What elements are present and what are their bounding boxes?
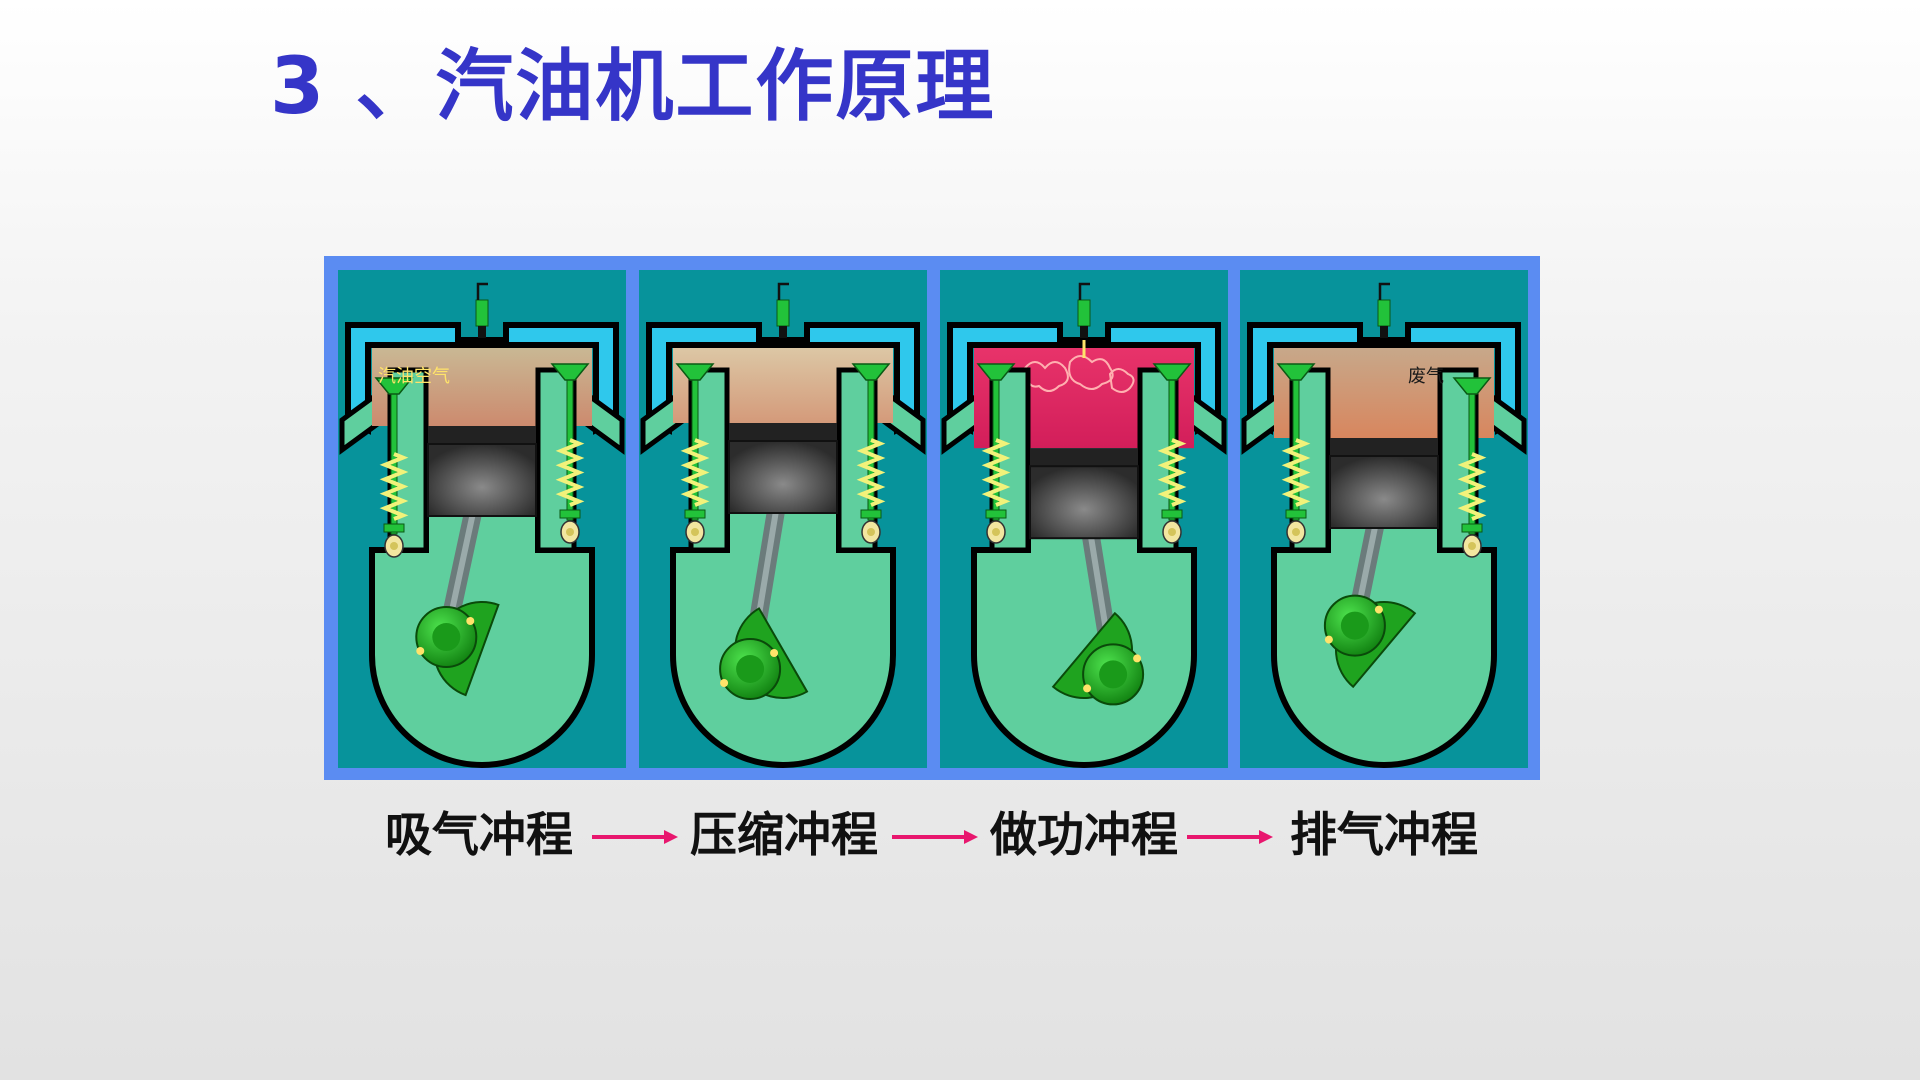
valve bbox=[675, 363, 715, 521]
stroke-label-compression: 压缩冲程 bbox=[690, 808, 878, 863]
stroke-label-exhaust: 排气冲程 bbox=[1290, 808, 1478, 863]
valve bbox=[1152, 363, 1192, 521]
stroke-panel-power bbox=[940, 270, 1228, 768]
flow-arrow-3 bbox=[1187, 830, 1273, 844]
valve bbox=[1452, 377, 1492, 535]
cam-lobe bbox=[986, 520, 1006, 544]
engine-diagram-frame: 汽油空气 bbox=[324, 256, 1540, 780]
valve bbox=[550, 363, 590, 521]
piston-rings bbox=[428, 426, 536, 444]
spark-plug bbox=[1077, 282, 1091, 338]
cylinder-illustration bbox=[1241, 282, 1527, 768]
cam-lobe bbox=[560, 520, 580, 544]
combustion-flame bbox=[1023, 340, 1135, 393]
spark-plug bbox=[475, 282, 489, 338]
piston-rings bbox=[729, 423, 837, 441]
spark-plug bbox=[776, 282, 790, 338]
cam-lobe bbox=[685, 520, 705, 544]
cylinder-illustration bbox=[339, 282, 625, 768]
cam-lobe bbox=[861, 520, 881, 544]
piston bbox=[1029, 465, 1139, 540]
piston bbox=[728, 440, 838, 514]
spark-plug bbox=[1377, 282, 1391, 338]
chamber-gas-label: 废气 bbox=[1408, 366, 1444, 387]
cam-lobe bbox=[1462, 534, 1482, 558]
piston bbox=[1329, 455, 1439, 529]
cam-lobe bbox=[1286, 520, 1306, 544]
cylinder-illustration bbox=[640, 282, 926, 768]
chamber-gas-label: 汽油空气 bbox=[378, 366, 450, 387]
stroke-panel-intake: 汽油空气 bbox=[338, 270, 626, 768]
piston bbox=[427, 443, 537, 517]
flow-arrow-1 bbox=[592, 830, 678, 844]
valve bbox=[1276, 363, 1316, 521]
valve bbox=[374, 377, 414, 535]
piston-rings bbox=[1030, 448, 1138, 467]
cam-lobe bbox=[384, 534, 404, 558]
stroke-panel-exhaust: 废气 bbox=[1240, 270, 1528, 768]
page-title: 3 、汽油机工作原理 bbox=[270, 42, 996, 132]
stroke-label-power: 做功冲程 bbox=[990, 808, 1178, 863]
cam-lobe bbox=[1162, 520, 1182, 544]
stroke-label-intake: 吸气冲程 bbox=[385, 808, 573, 863]
valve bbox=[976, 363, 1016, 521]
stroke-panel-compression bbox=[639, 270, 927, 768]
cylinder-illustration bbox=[941, 282, 1227, 768]
piston-rings bbox=[1330, 438, 1438, 456]
flow-arrow-2 bbox=[892, 830, 978, 844]
valve bbox=[851, 363, 891, 521]
